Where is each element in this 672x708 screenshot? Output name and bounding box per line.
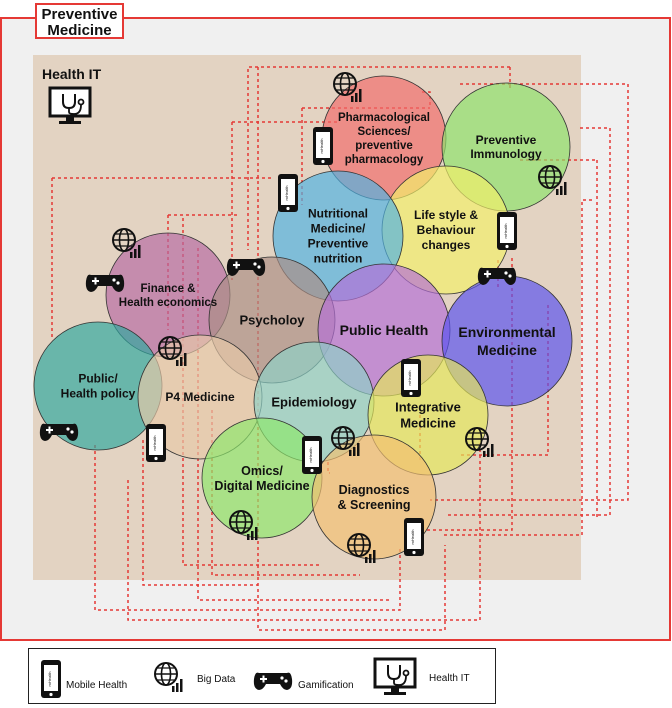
label-epidemiology: Epidemiology — [271, 395, 357, 410]
gamification-icon — [253, 672, 293, 690]
legend-mobile-health-label: Mobile Health — [66, 680, 128, 691]
label-psycholoy: Psycholoy — [239, 313, 305, 328]
mobile-health-icon — [404, 518, 424, 556]
label-public-health: Public Health — [340, 322, 429, 338]
mobile-health-icon — [146, 424, 166, 462]
mobile-health-icon — [401, 359, 421, 397]
mobile-health-icon — [278, 174, 298, 212]
legend-gamification-label: Gamification — [298, 680, 354, 691]
legend: Mobile Health Big Data Gamification Heal… — [28, 648, 496, 704]
label-finance: Finance &Health economics — [119, 283, 217, 309]
preventive-medicine-title: Preventive Medicine — [35, 3, 124, 39]
legend-icons — [41, 657, 417, 698]
title-line-1: Preventive — [41, 6, 118, 23]
label-omics: Omics/Digital Medicine — [214, 464, 309, 493]
legend-health-it-label: Health IT — [429, 673, 470, 684]
health-it-icon — [373, 657, 417, 697]
mobile-health-icon — [313, 127, 333, 165]
label-public-policy: Public/Health policy — [61, 372, 136, 401]
label-p4: P4 Medicine — [165, 390, 235, 404]
mobile-health-icon — [497, 212, 517, 250]
mobile-health-icon — [302, 436, 322, 474]
label-diagnostics: Diagnostics& Screening — [338, 483, 411, 512]
big-data-icon — [154, 662, 184, 693]
legend-big-data-label: Big Data — [197, 674, 236, 685]
health-it-label: Health IT — [42, 66, 102, 82]
mobile-health-icon — [41, 660, 61, 698]
title-line-2: Medicine — [47, 22, 112, 39]
